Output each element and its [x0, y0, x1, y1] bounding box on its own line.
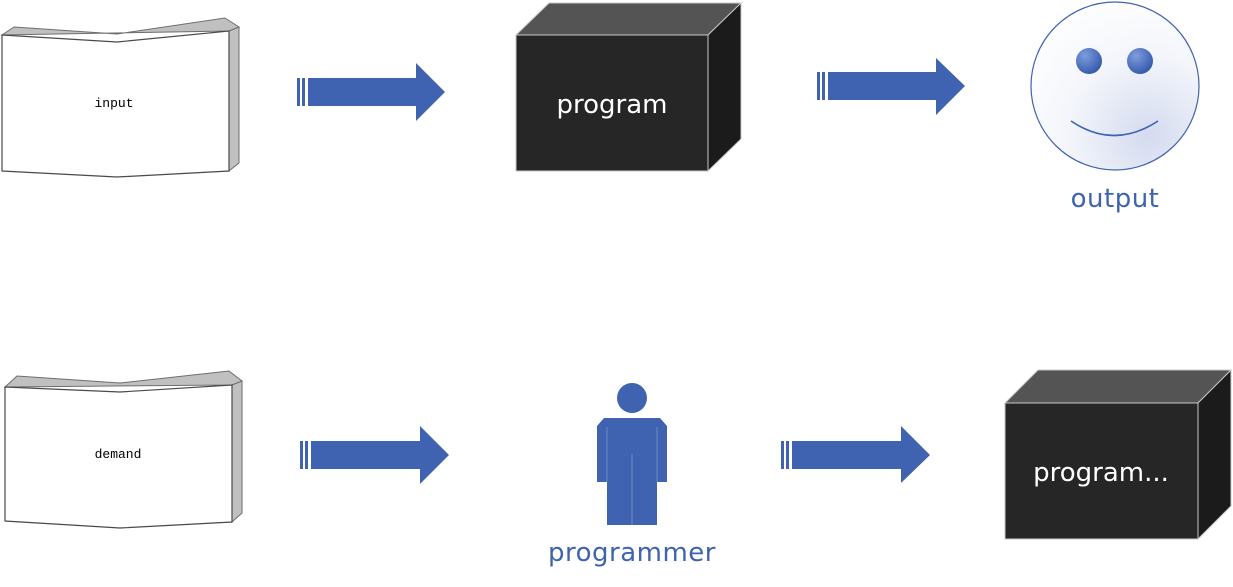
- arrow-right: [300, 426, 449, 484]
- demand-document-label: demand: [95, 447, 142, 462]
- person-icon: [597, 383, 667, 525]
- program-box-label: program: [557, 90, 668, 120]
- program-box: program: [514, 1, 743, 173]
- arrow-right: [817, 58, 965, 115]
- arrow-right: [297, 63, 445, 121]
- smiley-face-icon: [1030, 1, 1200, 171]
- input-document: input: [0, 17, 241, 178]
- input-document-label: input: [94, 96, 133, 111]
- programmer-caption: programmer: [548, 538, 716, 568]
- demand-document: demand: [3, 370, 244, 529]
- program-output-box: program...: [1003, 368, 1233, 541]
- output-caption: output: [1071, 184, 1160, 214]
- arrow-right: [781, 426, 930, 483]
- program-output-box-label: program...: [1033, 458, 1169, 488]
